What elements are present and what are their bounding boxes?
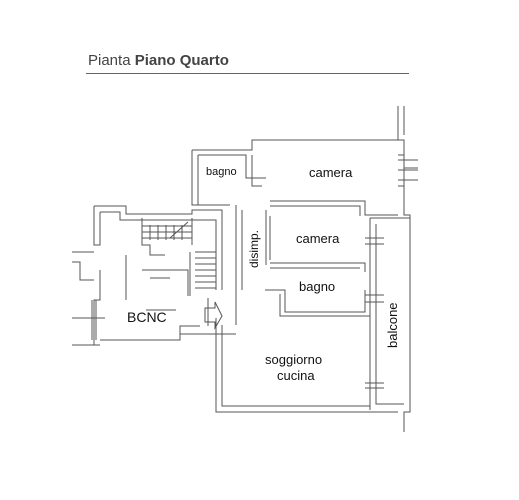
plan-title-floor: Piano Quarto — [134, 52, 229, 69]
plan-title: Pianta Piano Quarto — [88, 52, 229, 69]
room-label-camera-mid: camera — [296, 231, 340, 246]
room-label-balcone: balcone — [385, 302, 400, 348]
walls — [72, 106, 418, 432]
title-underline — [86, 73, 409, 74]
room-label-cucina: cucina — [277, 368, 315, 383]
room-label-disimp: disimp. — [247, 230, 261, 268]
room-labels: bagno camera camera disimp. bagno BCNC s… — [127, 165, 400, 383]
plan-title-prefix: Pianta — [88, 52, 131, 69]
room-label-bcnc: BCNC — [127, 309, 167, 325]
room-label-bagno-mid: bagno — [299, 279, 335, 294]
room-label-bagno-top: bagno — [206, 166, 237, 178]
room-label-soggiorno: soggiorno — [265, 352, 322, 367]
room-label-camera-top: camera — [309, 165, 353, 180]
